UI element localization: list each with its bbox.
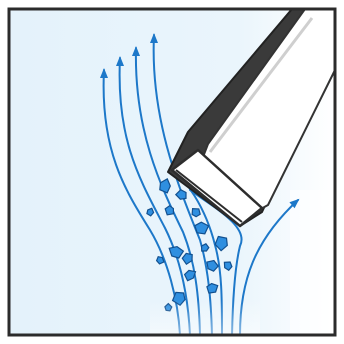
background-wash bbox=[290, 190, 335, 335]
bottom-fade bbox=[150, 300, 260, 335]
dirt-particle bbox=[207, 284, 218, 294]
dirt-particle bbox=[192, 209, 200, 217]
